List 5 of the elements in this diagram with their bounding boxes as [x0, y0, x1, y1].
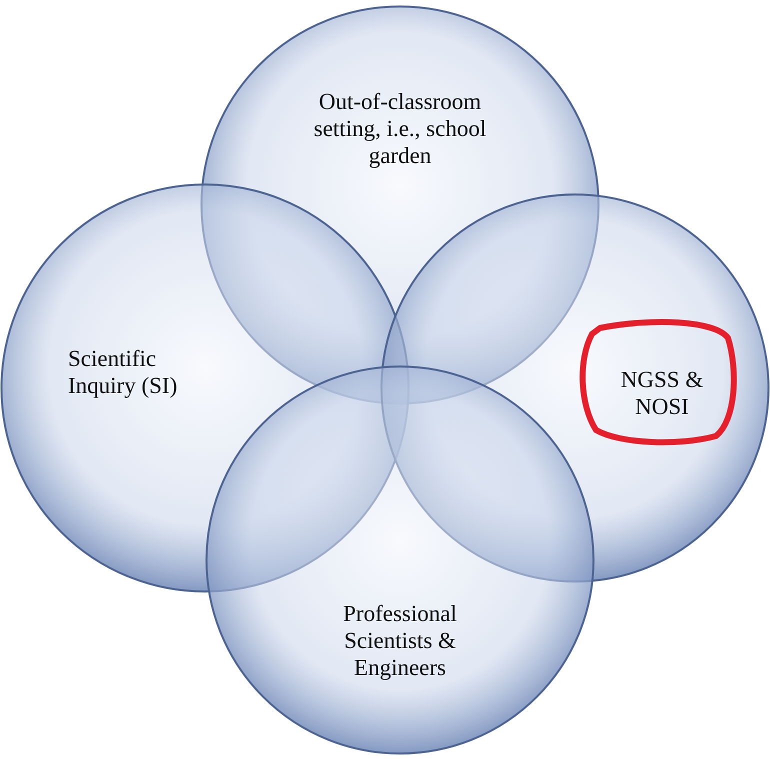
circle-label: Professional Scientists & Engineers: [342, 600, 458, 681]
circle-label: Scientific Inquiry (SI): [68, 345, 178, 399]
venn-circle: [205, 365, 595, 755]
circle-label: NGSS & NOSI: [620, 366, 704, 420]
circle-label: Out-of-classroom setting, i.e., school garden: [312, 88, 488, 169]
